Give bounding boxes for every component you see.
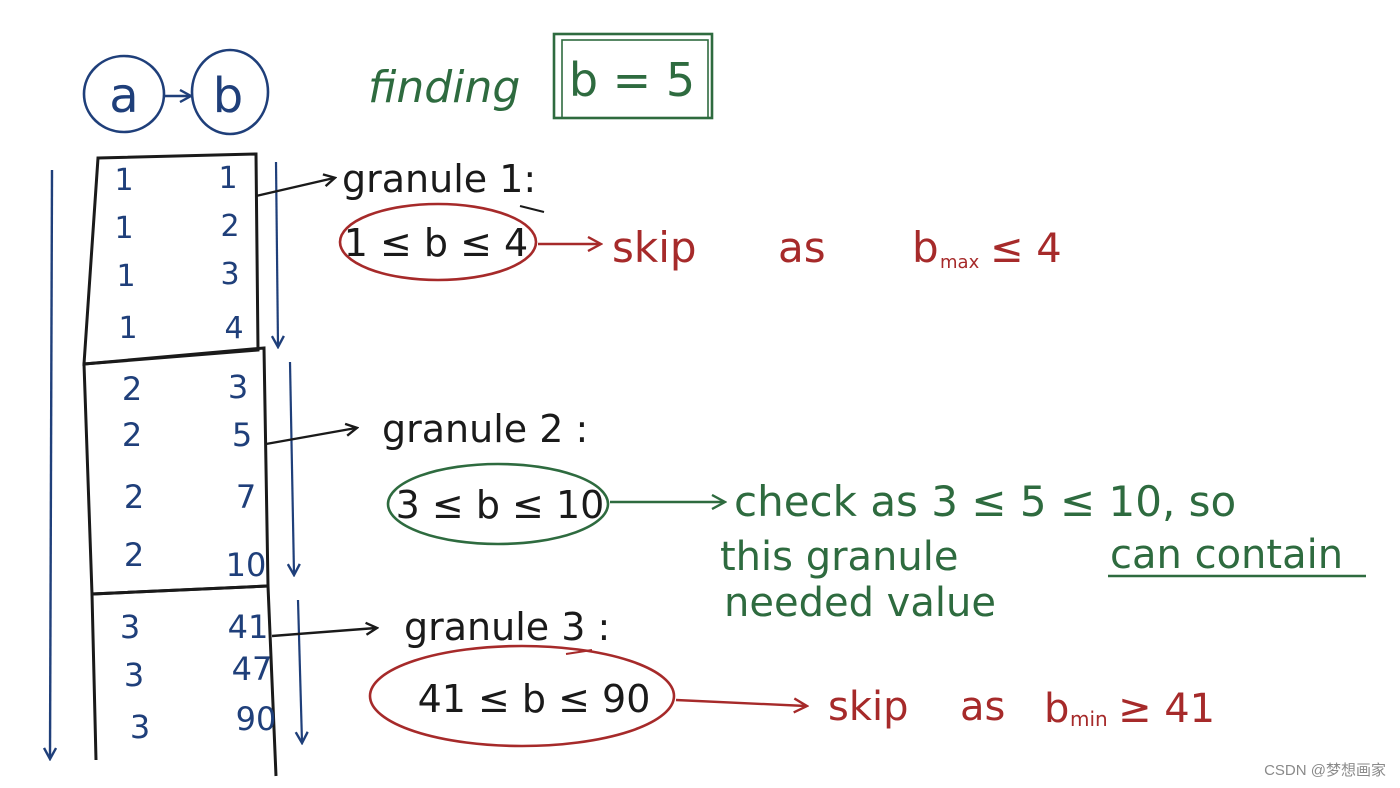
g1-b-2: 3 [220, 257, 239, 292]
granule3-note-as: as [960, 684, 1005, 730]
granule1-rows: 1 1 1 1 1 2 3 4 [114, 161, 243, 346]
g1-a-0: 1 [114, 163, 133, 198]
g3-a-1: 3 [124, 656, 144, 694]
g2-a-2: 2 [124, 478, 144, 516]
granule3-note-var: b [1044, 686, 1069, 732]
granule2-range: 3 ≤ b ≤ 10 [396, 483, 605, 527]
g3-b-2: 90 [236, 700, 277, 738]
granule1-label: granule 1: [342, 157, 536, 201]
granule2-note-line3: needed value [724, 580, 996, 626]
granule3-note-sub: min [1070, 707, 1108, 731]
granule3-rows: 3 3 3 41 47 90 [120, 608, 277, 746]
granule2-range-oval [386, 462, 610, 546]
g1-a-2: 1 [116, 259, 135, 294]
g2-a-0: 2 [122, 370, 142, 408]
g3-b-1: 47 [232, 650, 273, 688]
granule2-pointer-arrow [265, 428, 356, 446]
granule1-pointer-arrow [255, 178, 334, 198]
granule3-scan-arrow [298, 599, 302, 742]
query-title: finding b = 5 [368, 32, 714, 120]
g3-a-0: 3 [120, 608, 140, 646]
granule2-rows: 2 2 2 2 3 5 7 10 [122, 368, 267, 584]
g2-b-2: 7 [236, 478, 256, 516]
granule3-note-rest: ≥ 41 [1118, 686, 1215, 732]
granule3-range-oval [368, 644, 676, 748]
granule3-pointer-arrow [271, 628, 376, 638]
column-a-circle [82, 54, 166, 134]
g1-b-3: 4 [224, 311, 243, 346]
query-condition: b = 5 [569, 53, 695, 107]
column-b-label: b [213, 68, 243, 124]
granule3-decision: skip [828, 684, 909, 730]
column-a-label: a [109, 68, 138, 124]
granule1-annotation: granule 1: 1 ≤ b ≤ 4 skip as b max ≤ 4 [255, 157, 1062, 282]
granule1-note-var: b [912, 223, 939, 272]
granule1-underline [519, 205, 545, 213]
g3-a-2: 3 [130, 708, 150, 746]
granule1-decision: skip [612, 223, 697, 272]
query-label: finding [368, 62, 520, 113]
granule3-box [90, 584, 278, 777]
column-b-circle [190, 48, 270, 136]
granule2-annotation: granule 2 : 3 ≤ b ≤ 10 check as 3 ≤ 5 ≤ … [265, 407, 1366, 626]
g2-b-1: 5 [232, 416, 252, 454]
g1-a-1: 1 [114, 211, 133, 246]
granule2-note-line2-a: this granule [720, 534, 958, 580]
g1-b-1: 2 [220, 209, 239, 244]
g1-b-0: 1 [218, 161, 237, 196]
granule2-note-line2-b: can contain [1110, 532, 1343, 578]
granule1-note-rest: ≤ 4 [990, 226, 1062, 272]
g2-b-0: 3 [228, 368, 248, 406]
g3-b-0: 41 [228, 608, 269, 646]
granule2-label: granule 2 : [382, 407, 588, 451]
granule3-label: granule 3 : [404, 605, 610, 649]
granule1-scan-arrow [276, 161, 278, 346]
granule1-note-as: as [778, 223, 826, 272]
g2-a-1: 2 [122, 416, 142, 454]
g2-a-3: 2 [124, 536, 144, 574]
granule2-note-line1: check as 3 ≤ 5 ≤ 10, so [734, 477, 1236, 526]
granule3-decision-arrow [675, 700, 806, 706]
granule2-scan-arrow [290, 361, 294, 574]
granule3-annotation: granule 3 : 41 ≤ b ≤ 90 skip as b min ≥ … [271, 605, 1215, 748]
g2-b-3: 10 [226, 546, 267, 584]
granule1-note-sub: max [940, 252, 980, 273]
granule1-range: 1 ≤ b ≤ 4 [344, 221, 528, 265]
watermark: CSDN @梦想画家 [1264, 762, 1386, 779]
query-box-inner [561, 39, 709, 119]
column-headers: a b [82, 48, 270, 136]
g1-a-3: 1 [118, 311, 137, 346]
granule1-range-oval [338, 202, 538, 282]
granule3-range: 41 ≤ b ≤ 90 [418, 677, 651, 721]
scan-arrow-left [50, 169, 52, 758]
